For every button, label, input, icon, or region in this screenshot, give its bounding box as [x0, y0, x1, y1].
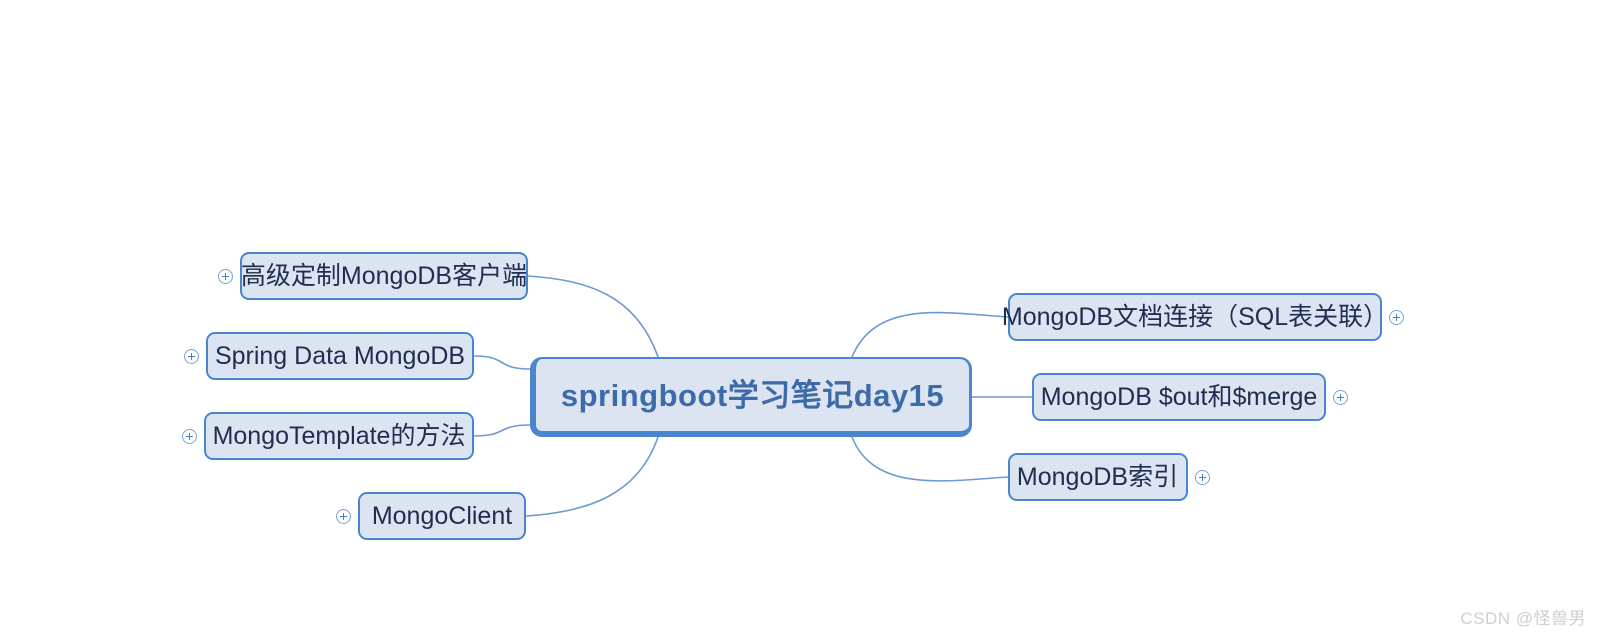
node-label: MongoClient — [371, 501, 513, 530]
mindmap-node-right-1[interactable]: MongoDB $out和$merge — [1032, 373, 1326, 421]
mindmap-node-right-2[interactable]: MongoDB索引 — [1008, 453, 1188, 501]
mindmap-node-left-0[interactable]: 高级定制MongoDB客户端 — [240, 252, 528, 300]
mindmap-node-right-0[interactable]: MongoDB文档连接（SQL表关联） — [1002, 293, 1388, 341]
node-label: MongoDB索引 — [1016, 462, 1179, 491]
node-label: MongoDB文档连接（SQL表关联） — [1001, 302, 1389, 331]
mindmap-node-left-1[interactable]: Spring Data MongoDB — [206, 332, 474, 380]
expand-collapse-icon[interactable] — [1195, 469, 1210, 485]
expand-collapse-icon[interactable] — [182, 428, 197, 444]
node-label: Spring Data MongoDB — [214, 341, 466, 370]
root-node-label: springboot学习笔记day15 — [560, 377, 945, 413]
mindmap-node-left-3[interactable]: MongoClient — [358, 492, 526, 540]
node-label: MongoTemplate的方法 — [212, 421, 466, 450]
expand-collapse-icon[interactable] — [1333, 389, 1348, 405]
csdn-watermark: CSDN @怪兽男 — [1460, 609, 1586, 628]
expand-collapse-icon[interactable] — [218, 268, 233, 284]
node-label: 高级定制MongoDB客户端 — [240, 261, 528, 290]
mindmap-node-left-2[interactable]: MongoTemplate的方法 — [204, 412, 474, 460]
node-label: MongoDB $out和$merge — [1040, 382, 1318, 411]
mindmap-root-node[interactable]: springboot学习笔记day15 — [530, 357, 972, 437]
expand-collapse-icon[interactable] — [1389, 309, 1404, 325]
expand-collapse-icon[interactable] — [336, 508, 351, 524]
expand-collapse-icon[interactable] — [184, 348, 199, 364]
